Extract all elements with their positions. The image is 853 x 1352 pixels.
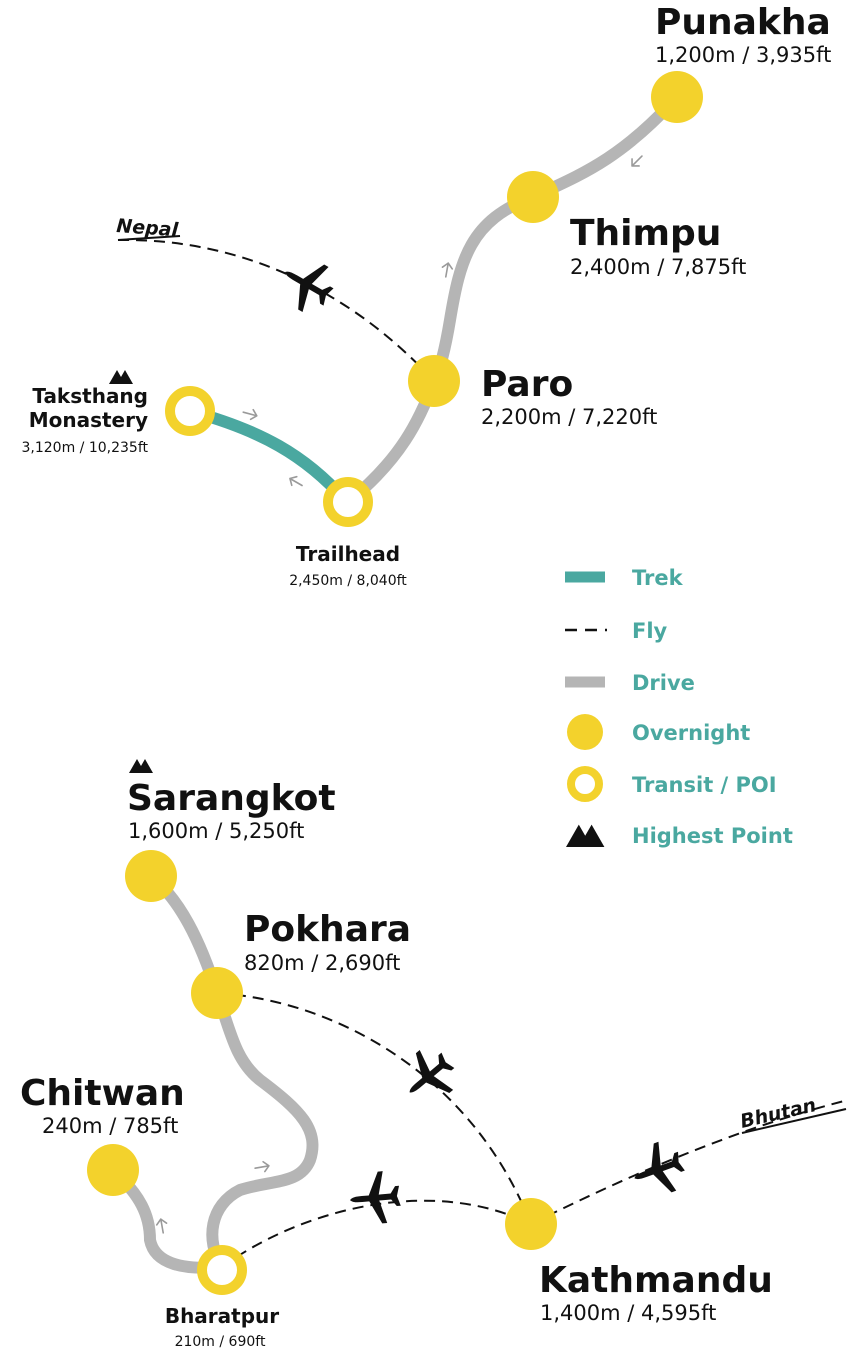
arrow-icon [253, 1160, 271, 1174]
mountain-icon [109, 370, 133, 384]
taksthang-altitude: 3,120m / 10,235ft [22, 440, 149, 456]
nepal-label: Nepal [116, 215, 180, 241]
arrow-icon [627, 151, 647, 171]
legend: Trek Fly Drive Overnight Transit / POI H… [565, 566, 793, 848]
trailhead-marker[interactable] [323, 477, 373, 527]
bharatpur-marker[interactable] [197, 1245, 247, 1295]
drive-route-pokhara-bharatpur [206, 987, 319, 1273]
arrow-icon [155, 1217, 169, 1235]
sarangkot-name: Sarangkot [127, 778, 336, 819]
mountain-icon [129, 759, 153, 773]
paro-altitude: 2,200m / 7,220ft [481, 405, 657, 429]
bhutan-underline [741, 1108, 847, 1134]
airplane-icon [392, 1040, 465, 1113]
sarangkot-altitude: 1,600m / 5,250ft [128, 819, 304, 843]
legend-transit-label: Transit / POI [632, 773, 777, 797]
chitwan-altitude: 240m / 785ft [42, 1114, 178, 1138]
pokhara-altitude: 820m / 2,690ft [244, 951, 400, 975]
pokhara-name: Pokhara [244, 909, 411, 950]
taksthang-name-line2: Monastery [29, 408, 148, 432]
punakha-altitude: 1,200m / 3,935ft [655, 43, 831, 67]
thimpu-altitude: 2,400m / 7,875ft [570, 255, 746, 279]
kathmandu-altitude: 1,400m / 4,595ft [540, 1301, 716, 1325]
chitwan-marker[interactable] [87, 1144, 139, 1196]
mountain-icon [566, 824, 605, 847]
fly-route-nepal-paro [117, 238, 434, 381]
bharatpur-name: Bharatpur [165, 1304, 279, 1328]
fly-route-bharatpur-kathmandu [221, 1199, 532, 1268]
kathmandu-name: Kathmandu [539, 1260, 773, 1301]
chitwan-name: Chitwan [20, 1073, 185, 1114]
trek-route-trailhead-taksthang [188, 405, 350, 504]
airplane-icon [347, 1169, 403, 1226]
punakha-name: Punakha [655, 2, 831, 43]
taksthang-marker[interactable] [165, 386, 215, 436]
thimpu-marker[interactable] [507, 171, 559, 223]
bhutan-label: Bhutan [738, 1094, 818, 1133]
fly-route-pokhara-kathmandu [216, 992, 532, 1225]
trailhead-altitude: 2,450m / 8,040ft [289, 573, 407, 589]
drive-route-chitwan-bharatpur [107, 1164, 228, 1274]
punakha-marker[interactable] [651, 71, 703, 123]
legend-drive-label: Drive [632, 671, 695, 695]
fly-route-kathmandu-bhutan [530, 1099, 849, 1225]
legend-highest-label: Highest Point [632, 824, 793, 848]
drive-route-thimpu-paro [428, 191, 539, 387]
airplane-icon [625, 1136, 691, 1203]
taksthang-name-line1: Taksthang [32, 384, 148, 408]
kathmandu-marker[interactable] [505, 1198, 557, 1250]
sarangkot-marker[interactable] [125, 850, 177, 902]
arrow-icon [286, 473, 306, 491]
legend-fly-label: Fly [632, 619, 668, 643]
paro-marker[interactable] [408, 355, 460, 407]
legend-trek-label: Trek [632, 566, 684, 590]
legend-overnight-label: Overnight [632, 721, 750, 745]
legend-transit-swatch [567, 766, 603, 802]
pokhara-marker[interactable] [191, 967, 243, 1019]
nepal-underline [117, 235, 181, 241]
airplane-icon [272, 249, 342, 320]
thimpu-name: Thimpu [570, 213, 721, 254]
arrow-icon [241, 406, 259, 422]
arrow-icon [440, 261, 454, 279]
legend-overnight-swatch [567, 714, 603, 750]
bharatpur-altitude: 210m / 690ft [175, 1334, 266, 1350]
drive-route-punakha-thimpu [527, 91, 683, 203]
trailhead-name: Trailhead [296, 542, 400, 566]
paro-name: Paro [481, 364, 573, 405]
